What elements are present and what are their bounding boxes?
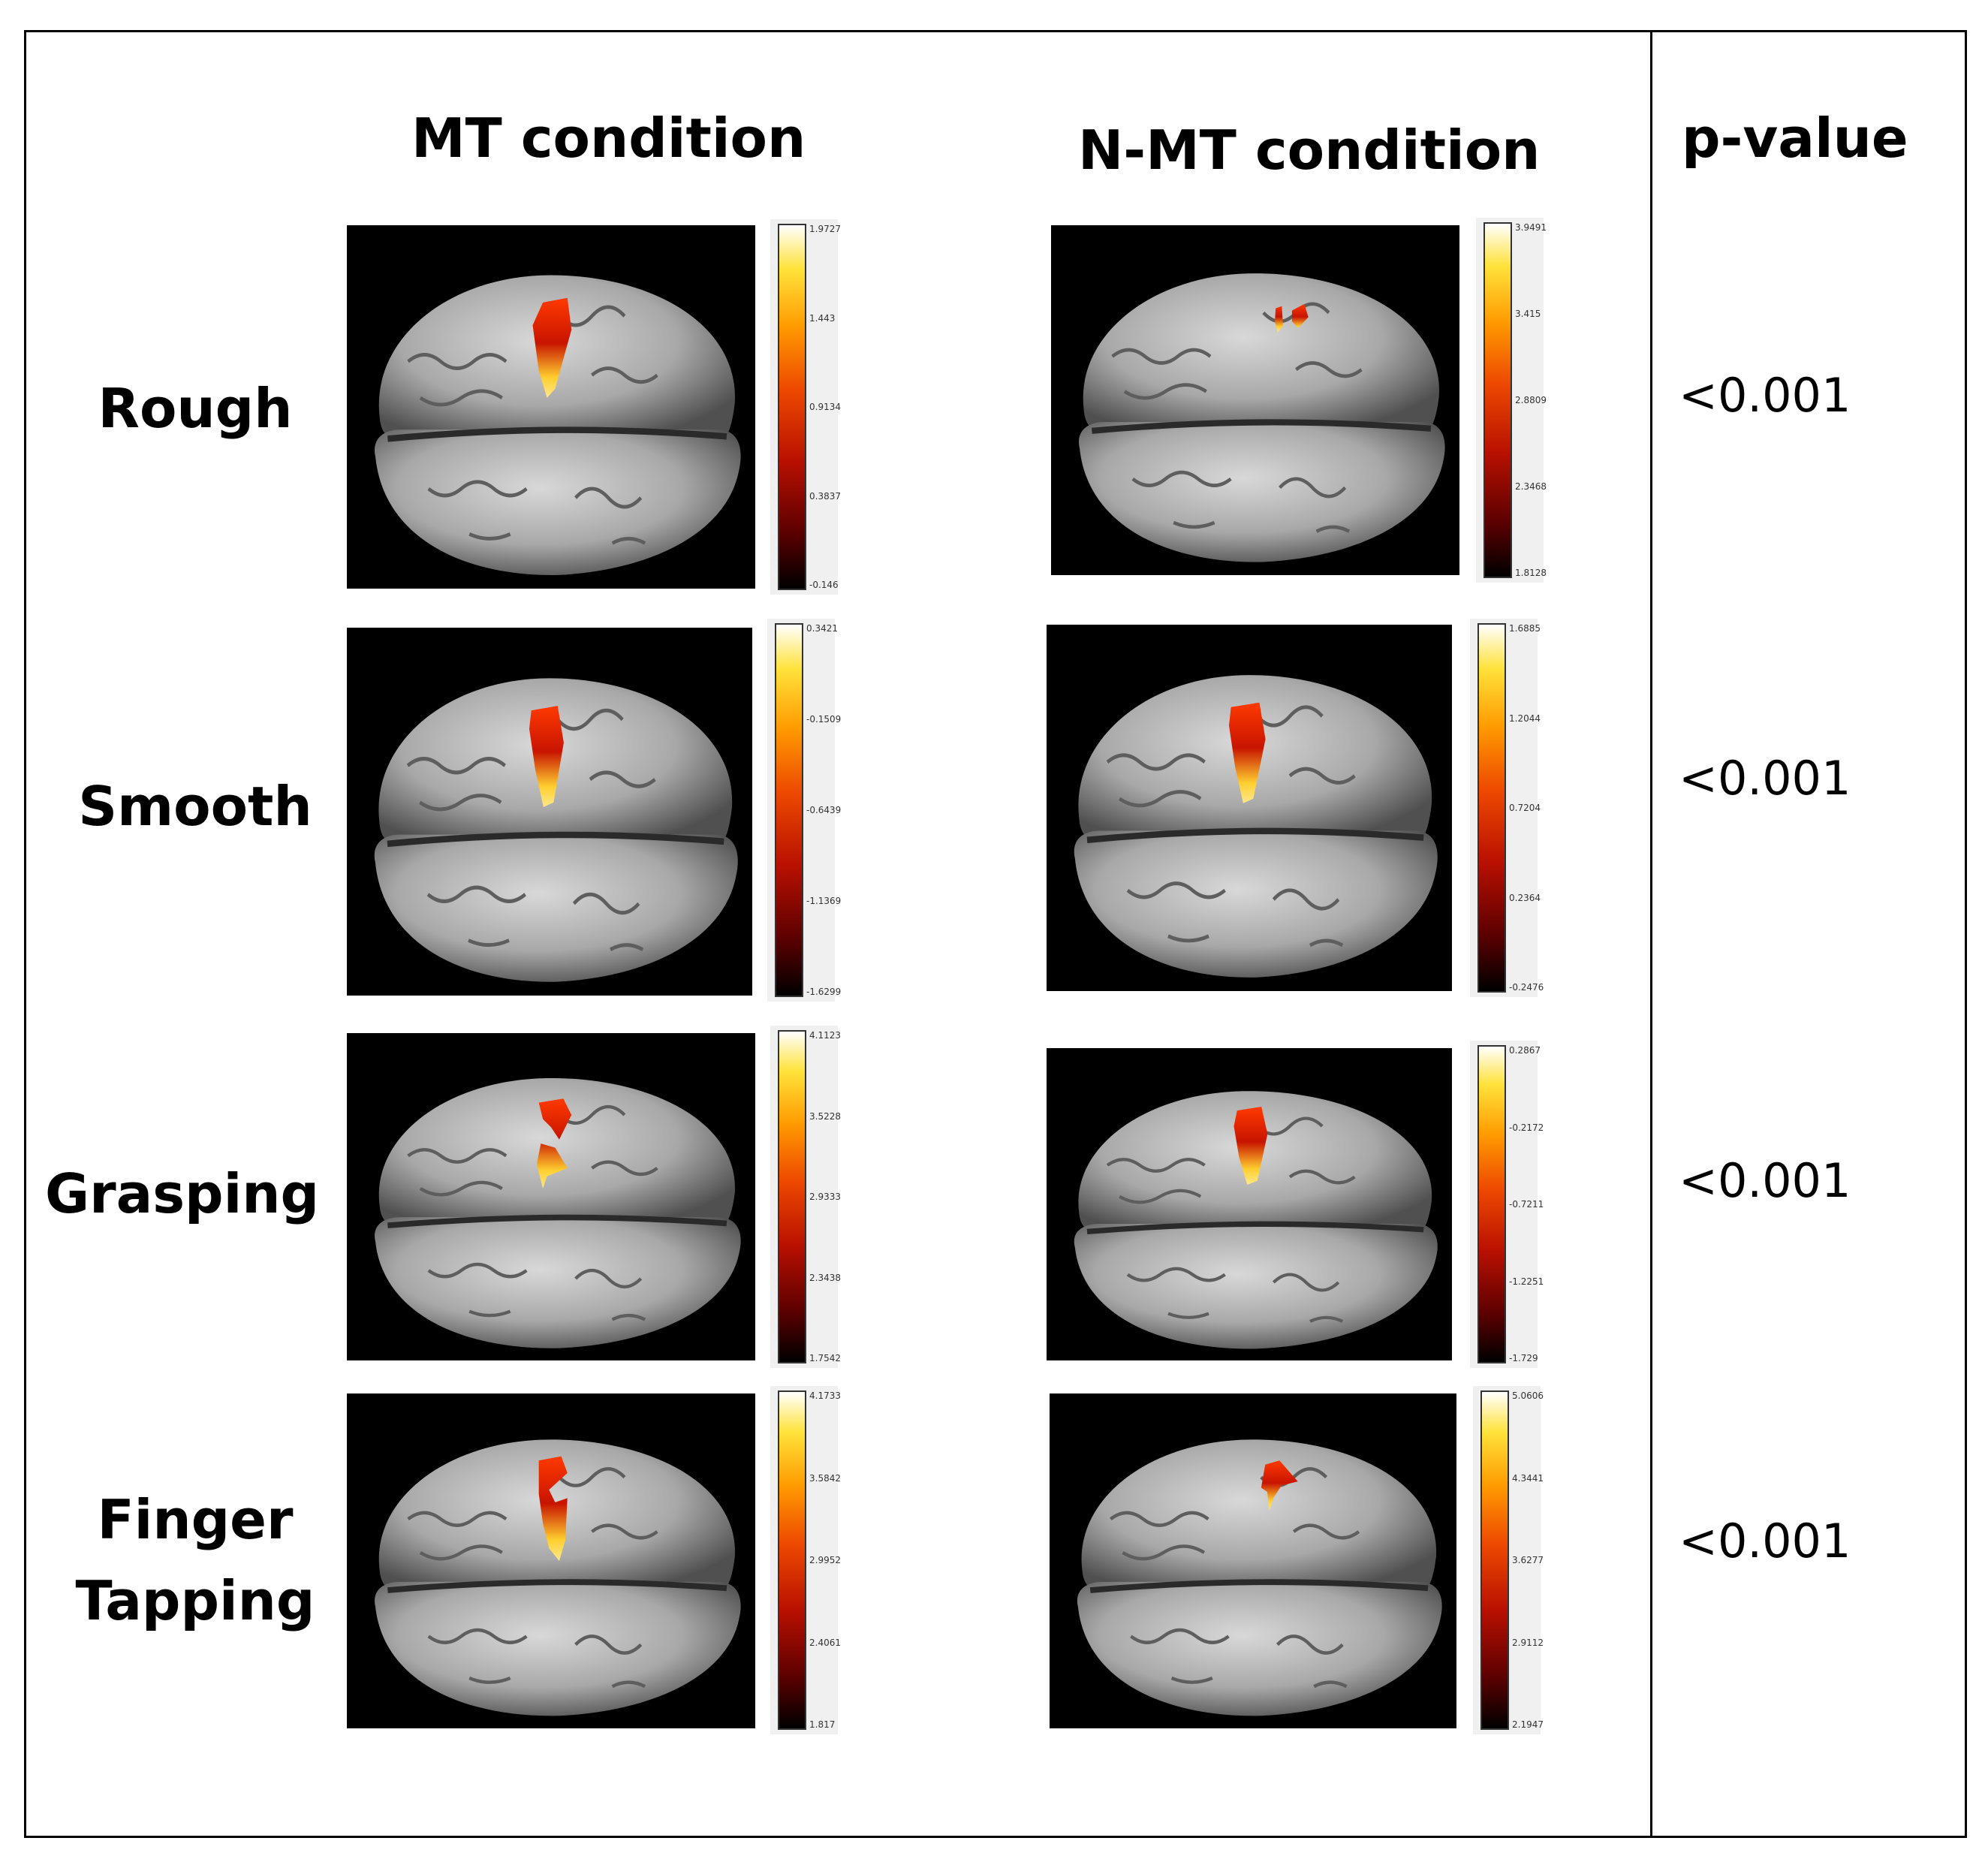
colorbar-tick-label: -0.7211 <box>1509 1199 1544 1210</box>
colorbar-tick-label: -0.2172 <box>1509 1122 1544 1133</box>
colorbar-tick-label: 0.2867 <box>1509 1045 1541 1056</box>
brain-render <box>1050 1393 1456 1728</box>
brain-render <box>1051 225 1459 575</box>
colorbar-tick-label: 4.1733 <box>809 1390 841 1401</box>
colorbar <box>1477 623 1506 993</box>
colorbar-tick-label: 2.9952 <box>809 1555 841 1565</box>
colorbar <box>778 224 806 590</box>
colorbar-tick-label: 1.8128 <box>1515 568 1547 578</box>
colorbar-tick-label: 2.3468 <box>1515 481 1547 492</box>
column-divider <box>1650 30 1652 1838</box>
p-value: <0.001 <box>1679 751 1851 806</box>
nmt-brain-panel <box>1047 1048 1452 1360</box>
colorbar-tick-label: 2.9112 <box>1512 1637 1544 1648</box>
p-value: <0.001 <box>1679 1153 1851 1208</box>
colorbar-tick-label: -0.2476 <box>1509 982 1544 993</box>
colorbar-tick-label: 3.415 <box>1515 309 1541 319</box>
brain-render <box>347 225 755 589</box>
colorbar <box>1480 1390 1509 1730</box>
colorbar <box>778 1390 806 1730</box>
colorbar <box>1477 1045 1506 1363</box>
colorbar-tick-label: 1.9727 <box>809 224 841 234</box>
colorbar-tick-label: 2.9333 <box>809 1192 841 1202</box>
brain-render <box>347 1033 755 1360</box>
row-label: Grasping <box>45 1162 320 1225</box>
brain-render <box>1047 625 1452 991</box>
colorbar <box>775 623 803 997</box>
row-label: Rough <box>98 377 293 440</box>
p-value: <0.001 <box>1679 368 1851 423</box>
row-label: Smooth <box>78 775 312 838</box>
colorbar-tick-label: 2.8809 <box>1515 395 1547 405</box>
colorbar-tick-label: 5.0606 <box>1512 1390 1544 1401</box>
colorbar-tick-label: -1.729 <box>1509 1353 1538 1363</box>
header-p-value: p-value <box>1682 107 1908 170</box>
colorbar-tick-label: 3.5842 <box>809 1472 841 1484</box>
colorbar-tick-label: 1.6885 <box>1509 623 1541 634</box>
colorbar-tick-label: 0.7204 <box>1509 803 1541 813</box>
colorbar-tick-label: 2.3438 <box>809 1272 841 1283</box>
colorbar-tick-label: 4.3441 <box>1512 1472 1544 1484</box>
nmt-brain-panel <box>1051 225 1459 575</box>
colorbar-tick-label: 2.1947 <box>1512 1719 1544 1730</box>
figure-frame <box>24 30 1967 1838</box>
nmt-brain-panel <box>1047 625 1452 991</box>
colorbar-tick-label: -0.1509 <box>806 714 842 725</box>
brain-render <box>347 628 752 996</box>
colorbar-tick-label: -1.1369 <box>806 896 842 906</box>
p-value: <0.001 <box>1679 1514 1851 1568</box>
mt-brain-panel <box>347 1393 755 1728</box>
header-mt-condition: MT condition <box>411 107 806 170</box>
colorbar-tick-label: 4.1123 <box>809 1030 841 1041</box>
colorbar-tick-label: -1.6299 <box>806 987 842 997</box>
colorbar <box>778 1030 806 1363</box>
colorbar-tick-label: 2.4061 <box>809 1637 841 1648</box>
colorbar-tick-label: 0.2364 <box>1509 892 1541 903</box>
mt-brain-panel <box>347 225 755 589</box>
colorbar-tick-label: 1.2044 <box>1509 713 1541 724</box>
colorbar-tick-label: -0.6439 <box>806 805 842 815</box>
colorbar-tick-label: 1.443 <box>809 312 836 324</box>
brain-render <box>1047 1048 1452 1360</box>
mt-brain-panel <box>347 1033 755 1360</box>
header-nmt-condition: N-MT condition <box>1078 119 1541 182</box>
colorbar-tick-label: 0.9134 <box>809 402 841 412</box>
colorbar-tick-label: 0.3837 <box>809 490 841 502</box>
nmt-brain-panel <box>1050 1393 1456 1728</box>
colorbar <box>1483 222 1512 578</box>
row-label: Finger Tapping <box>75 1488 315 1632</box>
colorbar-tick-label: -1.2251 <box>1509 1276 1544 1287</box>
colorbar-tick-label: 0.3421 <box>806 623 838 634</box>
colorbar-tick-label: 3.9491 <box>1515 222 1547 233</box>
brain-render <box>347 1393 755 1728</box>
colorbar-tick-label: -0.146 <box>809 580 839 590</box>
colorbar-tick-label: 3.6277 <box>1512 1555 1544 1565</box>
mt-brain-panel <box>347 628 752 996</box>
colorbar-tick-label: 3.5228 <box>809 1110 841 1122</box>
colorbar-tick-label: 1.7542 <box>809 1353 841 1363</box>
colorbar-tick-label: 1.817 <box>809 1719 836 1730</box>
